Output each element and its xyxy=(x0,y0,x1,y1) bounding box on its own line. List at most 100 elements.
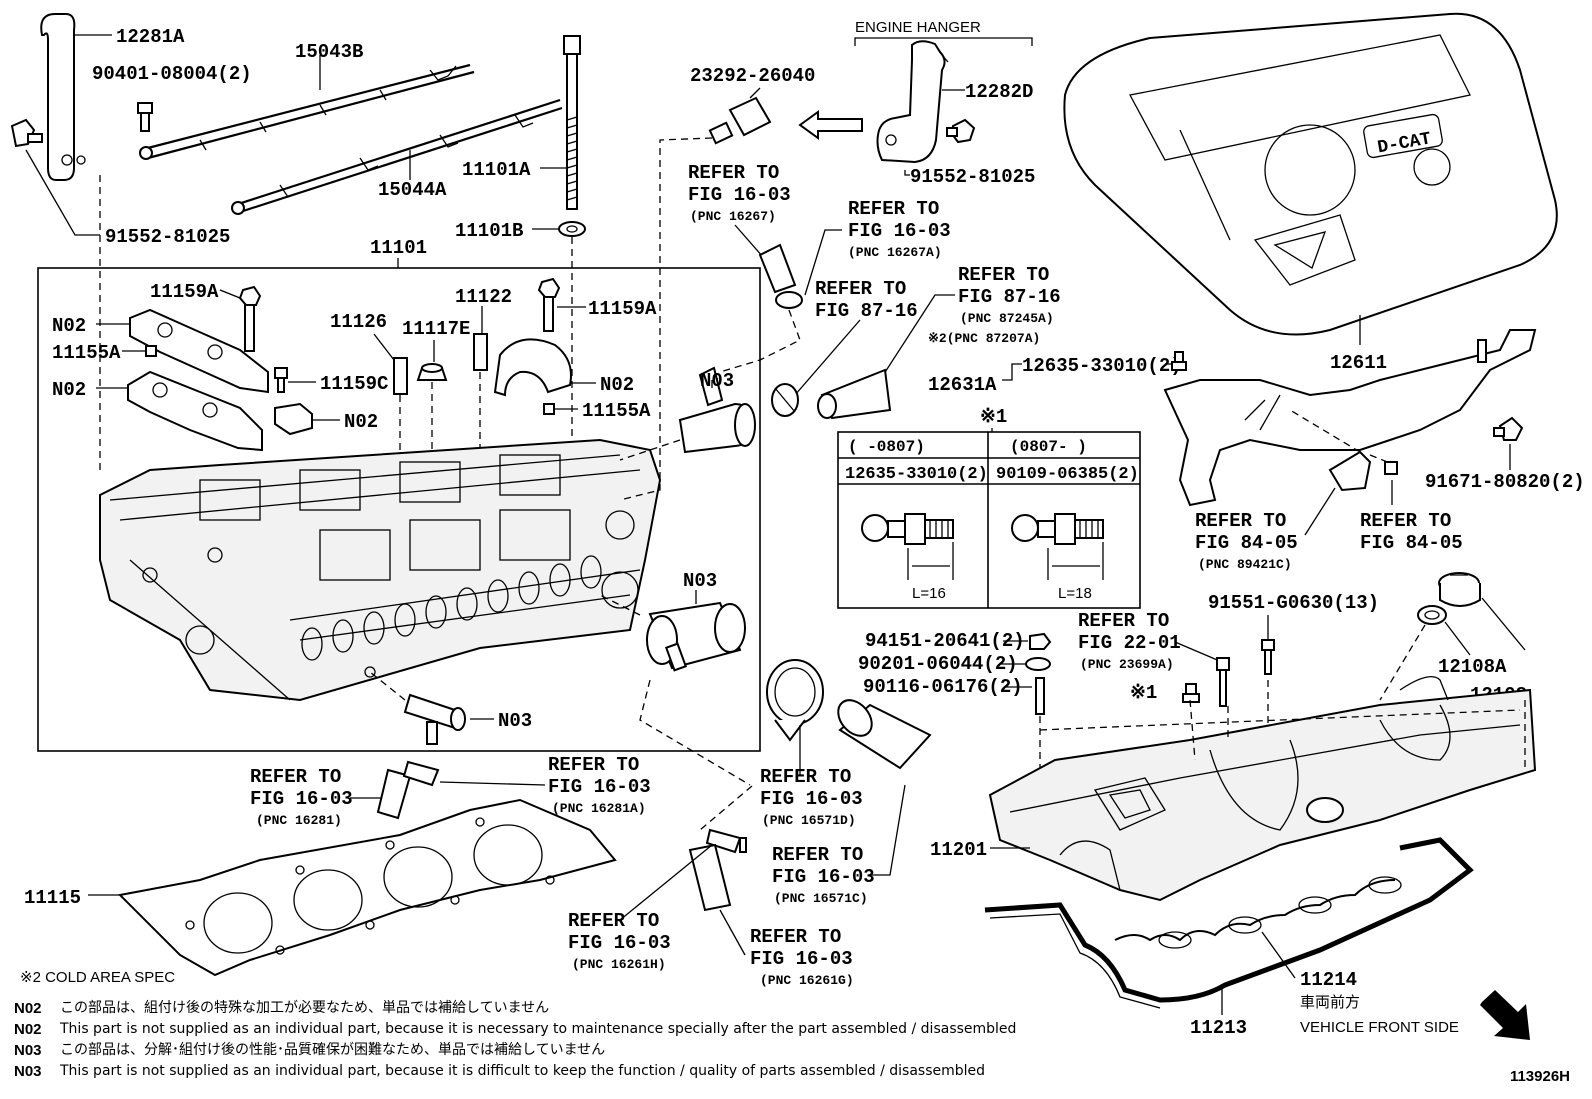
bolt-91552-right[interactable] xyxy=(946,118,976,144)
vehicle-front-jp: 車両前方 xyxy=(1300,994,1361,1011)
note-code: N02 xyxy=(14,1021,42,1038)
sensor-bracket xyxy=(1328,450,1372,492)
label-12282d: 12282D xyxy=(965,81,1033,103)
svg-text:(PNC 23699A): (PNC 23699A) xyxy=(1080,657,1174,672)
label-15044a: 15044A xyxy=(378,179,447,201)
oil-seal-11122[interactable] xyxy=(473,333,488,371)
inset-col2-length: L=18 xyxy=(1058,585,1092,602)
svg-text:(PNC 16571D): (PNC 16571D) xyxy=(762,813,856,828)
ref-16281[interactable]: REFER TO FIG 16-03 (PNC 16281) xyxy=(250,766,353,828)
ref-8405-b[interactable]: REFER TO FIG 84-05 xyxy=(1360,510,1463,554)
stud-90116[interactable] xyxy=(1035,677,1045,715)
ref-16267[interactable]: REFER TO FIG 16-03 (PNC 16267) xyxy=(688,162,791,224)
label-11126: 11126 xyxy=(330,311,387,333)
svg-text:(PNC 87245A): (PNC 87245A) xyxy=(960,311,1054,326)
bolt-11159c[interactable] xyxy=(274,367,288,393)
label-94151: 94151-20641(2) xyxy=(865,630,1025,652)
bolt-91671[interactable] xyxy=(1493,416,1524,441)
label-n03-top: N03 xyxy=(700,370,734,392)
engine-cover-12611[interactable] xyxy=(1063,12,1558,336)
note-row: N03 This part is not supplied as an indi… xyxy=(14,1061,1244,1082)
washer-90201[interactable] xyxy=(1025,657,1051,671)
oil-filler-cap-12108[interactable] xyxy=(1438,572,1481,607)
label-91551: 91551-G0630(13) xyxy=(1208,592,1379,614)
gasket-12108a[interactable] xyxy=(1417,605,1447,625)
ref-8716-a[interactable]: REFER TO FIG 87-16 xyxy=(815,278,918,322)
ref-16571c[interactable]: REFER TO FIG 16-03 (PNC 16571C) xyxy=(772,844,875,906)
spark-plug-tube-gasket-11214[interactable] xyxy=(1114,876,1402,949)
vehicle-front-arrow xyxy=(1480,990,1530,1040)
dowel-pin-11155a-left[interactable] xyxy=(145,345,157,357)
svg-text:FIG 16-03: FIG 16-03 xyxy=(568,932,671,954)
injector-harness-bracket-15043b[interactable] xyxy=(139,63,475,160)
inset-col1-part[interactable]: 12635-33010(2) xyxy=(845,465,988,484)
camshaft-bearing-cap-right[interactable] xyxy=(493,338,572,397)
dowel-pin-11155a-right[interactable] xyxy=(543,403,555,415)
nut-94151[interactable] xyxy=(1029,632,1052,650)
hose-fitting-16281a xyxy=(402,760,440,787)
label-11159a-1: 11159A xyxy=(150,281,219,303)
cold-area-spec-note: ※2 COLD AREA SPEC xyxy=(20,969,176,986)
cylinder-head-group-box xyxy=(37,267,761,752)
label-n03-bottom: N03 xyxy=(498,710,532,732)
label-90201: 90201-06044(2) xyxy=(858,653,1018,675)
inset-col2-part[interactable]: 90109-06385(2) xyxy=(996,465,1139,484)
water-outlet-fitting-n03-top[interactable] xyxy=(678,366,756,454)
svg-text:REFER TO: REFER TO xyxy=(688,162,779,184)
engine-hanger-12282d[interactable] xyxy=(876,40,949,164)
camshaft-bearing-cap-lower[interactable] xyxy=(127,370,263,452)
svg-text:(PNC 16261G): (PNC 16261G) xyxy=(760,973,854,988)
head-bolt-11101a[interactable] xyxy=(563,35,581,210)
svg-text:FIG 22-01: FIG 22-01 xyxy=(1078,632,1181,654)
ref-8716-b[interactable]: REFER TO FIG 87-16 (PNC 87245A) ※2(PNC 8… xyxy=(928,264,1061,346)
label-11122: 11122 xyxy=(455,286,512,308)
injector-harness-bracket-15044a[interactable] xyxy=(231,98,563,215)
svg-text:REFER TO: REFER TO xyxy=(1360,510,1451,532)
water-bypass-fitting-n03-bottom[interactable] xyxy=(403,693,466,745)
ref-16571d[interactable]: REFER TO FIG 16-03 (PNC 16571D) xyxy=(760,766,863,828)
ref-16261h[interactable]: REFER TO FIG 16-03 (PNC 16261H) xyxy=(568,910,671,972)
valve-cover-gasket-11213[interactable] xyxy=(984,837,1474,1009)
label-n02-3: N02 xyxy=(344,411,378,433)
note-code: N03 xyxy=(14,1042,42,1059)
svg-text:FIG 16-03: FIG 16-03 xyxy=(250,788,353,810)
plug-tube-11126[interactable] xyxy=(393,357,408,395)
bolt-91551[interactable] xyxy=(1261,639,1275,675)
valve-cover-11201[interactable] xyxy=(988,676,1537,902)
camshaft-bearing-cap-small[interactable] xyxy=(274,402,313,436)
bolt-11159a-left[interactable] xyxy=(238,285,262,352)
water-outlet-pipe-n03-middle[interactable] xyxy=(646,601,746,672)
stud-22-01 xyxy=(1216,657,1230,707)
cover-bracket-12631a[interactable] xyxy=(1163,329,1537,507)
fuel-pipe-spacer-23292[interactable] xyxy=(708,96,772,145)
svg-text:(PNC 16281A): (PNC 16281A) xyxy=(552,801,646,816)
svg-text:(PNC 16281): (PNC 16281) xyxy=(256,813,342,828)
ref-8405-a[interactable]: REFER TO FIG 84-05 (PNC 89421C) xyxy=(1195,510,1298,572)
bolt-11159a-right[interactable] xyxy=(537,277,561,332)
label-11159c: 11159C xyxy=(320,373,388,395)
washer-11101b[interactable] xyxy=(558,221,586,237)
cylinder-head-gasket-11115[interactable] xyxy=(117,798,617,977)
label-n02-4: N02 xyxy=(600,374,634,396)
svg-text:FIG 16-03: FIG 16-03 xyxy=(688,184,791,206)
label-12108a: 12108A xyxy=(1438,656,1507,678)
plug-11117e[interactable] xyxy=(416,363,448,381)
ref-2201[interactable]: REFER TO FIG 22-01 (PNC 23699A) xyxy=(1078,610,1181,672)
svg-text:REFER TO: REFER TO xyxy=(1195,510,1286,532)
ref-16261g[interactable]: REFER TO FIG 16-03 (PNC 16261G) xyxy=(750,926,854,988)
clamp-8716 xyxy=(771,383,799,417)
svg-text:FIG 16-03: FIG 16-03 xyxy=(848,220,951,242)
bolt-91552-left[interactable] xyxy=(10,118,43,148)
ref-16281a[interactable]: REFER TO FIG 16-03 (PNC 16281A) xyxy=(548,754,651,816)
hose-16281 xyxy=(376,768,412,820)
ref-16267a[interactable]: REFER TO FIG 16-03 (PNC 16267A) xyxy=(848,198,951,260)
svg-text:REFER TO: REFER TO xyxy=(772,844,863,866)
engine-hanger-12281a[interactable] xyxy=(40,13,86,181)
bolt-90401[interactable] xyxy=(137,102,153,132)
mark1-cover: ※1 xyxy=(1130,682,1157,704)
svg-text:(PNC 16267): (PNC 16267) xyxy=(690,209,776,224)
note-text: This part is not supplied as an individu… xyxy=(60,1063,986,1079)
stud-12635-top[interactable] xyxy=(1171,351,1187,371)
svg-text:FIG 16-03: FIG 16-03 xyxy=(548,776,651,798)
